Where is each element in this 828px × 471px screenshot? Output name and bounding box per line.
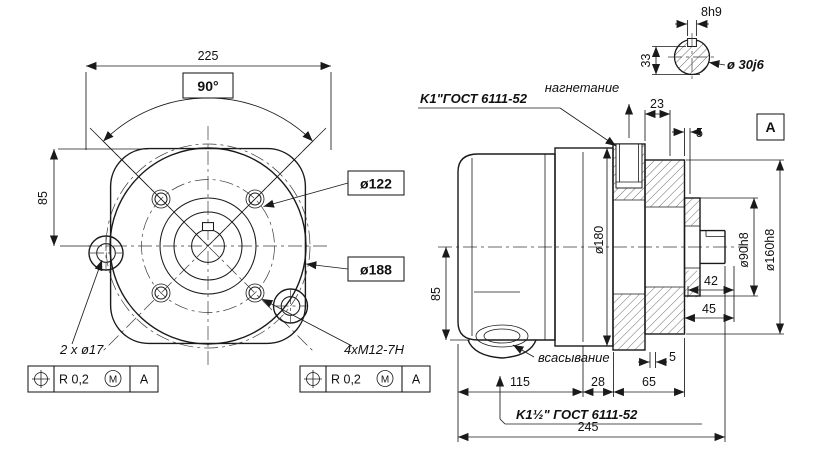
suction-label: всасывание [538,350,610,365]
dia30-value: ø 30j6 [727,57,765,72]
dim-dia180: ø180 [592,148,612,346]
position-tolerance-icon [304,370,322,388]
hub-boss [683,197,701,298]
discharge-thread-spec: K1"ГОСТ 6111-52 [420,91,528,106]
dim-45-value: 45 [702,302,716,316]
bolt-circle-188 [105,143,311,349]
rear-housing [644,159,686,335]
section-label: A [756,113,785,141]
dim-dia90: ø90h8 [700,197,759,297]
dim-5-bottom-value: 5 [669,350,676,364]
angle-dimension: 90° [89,72,327,247]
hatch-rear-bottom [645,287,684,334]
hub-circles [159,197,257,295]
dia122-box [347,170,405,196]
output-shaft [700,229,726,265]
angle-dim-box [182,72,234,99]
suction-port [467,324,537,359]
dia90-value: ø90h8 [737,232,751,267]
tolerance-modifier: M [381,375,389,386]
dim-8h9: 8h9 [675,5,722,36]
ear-holes-label: 2 x ø17 [59,342,104,357]
dim-42-value: 42 [704,274,718,288]
tolerance-value: R 0,2 [331,373,361,387]
hatch-boss-top [685,198,700,226]
mounting-ears [88,235,309,324]
dim-115-value: 115 [510,375,530,389]
dim-65-value: 65 [642,375,656,389]
dim-33-value: 33 [639,54,653,68]
dia188-value: ø188 [360,262,392,278]
discharge-port [615,143,643,189]
dim-28: 28 [583,352,614,397]
discharge-annotation: нагнетание K1"ГОСТ 6111-52 [418,80,634,147]
suction-annotation: всасывание K1½" ГОСТ 6111-52 [495,344,702,425]
keyway-slot [201,222,215,232]
hatch-boss-bottom [685,270,700,298]
callout-ear-holes: 2 x ø17 [59,259,104,357]
hatch-flange-bottom [613,294,645,350]
discharge-label: нагнетание [545,80,620,95]
hatch-rear-top [645,160,684,207]
dim-5-top: 5 [672,126,703,194]
dim-65: 65 [613,338,685,397]
position-tolerance-icon [32,370,50,388]
section-label-value: A [765,119,775,135]
front-centerlines [88,126,330,368]
dim-245: 245 [458,266,726,442]
dim-dia160: ø160h8 [686,159,785,335]
dim-23-value: 23 [650,97,664,111]
dim-245-value: 245 [578,420,599,434]
dim-225-value: 225 [198,49,219,63]
dim-dia122: ø122 [263,170,405,208]
dim-42: 42 [687,266,735,322]
rear-flange [612,143,646,351]
front-view: 90° [27,49,431,393]
dim-85-side: 85 [429,247,470,341]
dim-dia188: ø188 [305,256,405,282]
side-view: нагнетание K1"ГОСТ 6111-52 всасывание K1… [418,80,785,442]
dim-5-bottom: 5 [638,350,676,368]
shaft-end-detail: 8h9 33 ø 30j6 [639,5,765,81]
material-modifier-icon [104,370,122,387]
dim-85-front: 85 [36,148,148,247]
dim-23: 23 [644,97,671,156]
tolerance-modifier: M [109,375,117,386]
m12-holes [151,189,265,303]
suction-thread-spec: K1½" ГОСТ 6111-52 [516,407,638,422]
dim-33: 33 [639,46,700,75]
thread-holes-label: 4xM12-7H [344,342,405,357]
tolerance-frame-ears: R 0,2 M A [27,365,159,393]
bolt-circle-122 [141,179,275,313]
angle-dim-value: 90° [197,78,218,94]
dim-5-top-value: 5 [696,126,703,140]
section-label-box [756,113,785,141]
dia180-value: ø180 [592,226,606,255]
dim-28-value: 28 [591,375,605,389]
tolerance-datum: A [412,373,421,387]
dim-225: 225 [85,49,332,150]
dim-45: 45 [684,300,734,323]
callout-thread-holes: 4xM12-7H [261,298,405,357]
dim-85-front-value: 85 [36,191,50,205]
tolerance-frame-threads: R 0,2 M A [299,365,431,393]
tolerance-datum: A [140,373,149,387]
dia160-value: ø160h8 [763,229,777,271]
dim-8h9-value: 8h9 [701,5,722,19]
tolerance-value: R 0,2 [59,373,89,387]
body-circle [109,147,307,345]
dim-dia30: ø 30j6 [708,57,765,72]
material-modifier-icon [376,370,394,387]
dia122-value: ø122 [360,176,392,192]
dim-85-side-value: 85 [429,287,443,301]
dia188-box [347,256,405,282]
